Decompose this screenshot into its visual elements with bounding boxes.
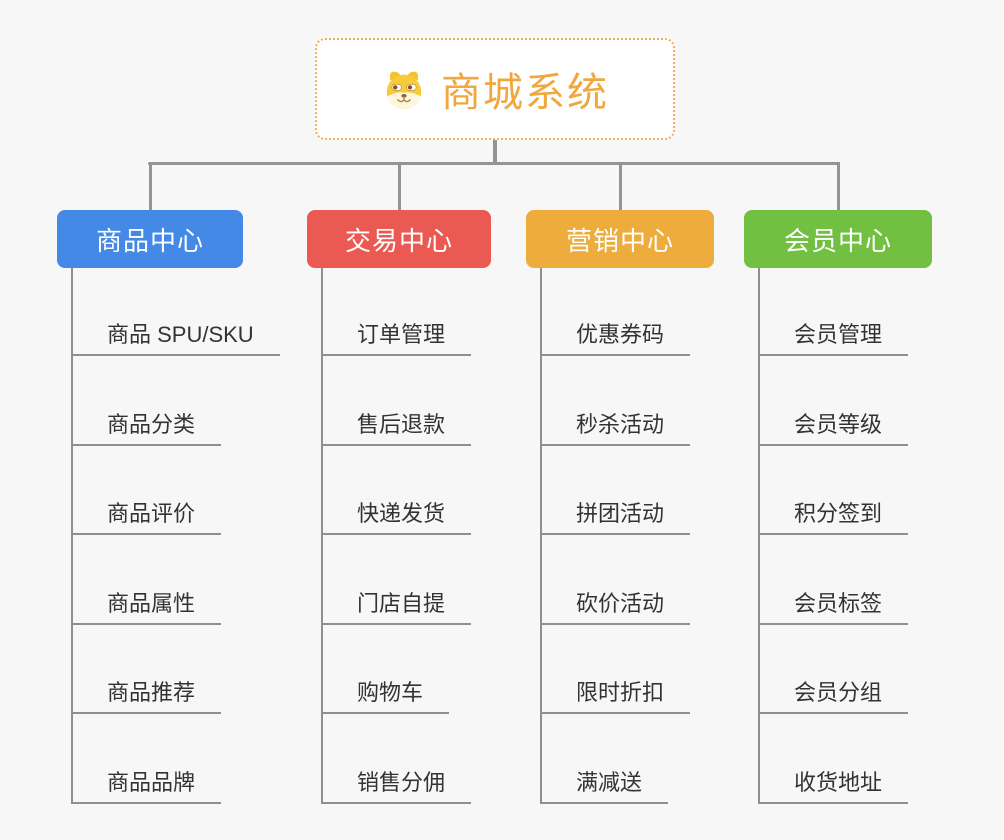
leaf-item[interactable]: 商品分类	[71, 404, 222, 446]
branch-node-trade-center[interactable]: 交易中心	[307, 210, 491, 268]
leaf-item[interactable]: 会员等级	[758, 404, 909, 446]
trunk-line-trade-center	[321, 268, 323, 804]
dog-face-icon	[386, 71, 422, 110]
leaf-item[interactable]: 砍价活动	[540, 583, 691, 625]
branch-node-marketing-center[interactable]: 营销中心	[526, 210, 714, 268]
leaf-item[interactable]: 限时折扣	[540, 672, 691, 715]
leaf-item[interactable]: 销售分佣	[321, 762, 472, 804]
leaf-item[interactable]: 会员标签	[758, 583, 909, 625]
leaf-item[interactable]: 商品 SPU/SKU	[71, 314, 280, 356]
leaf-item[interactable]: 满减送	[540, 762, 669, 804]
leaf-item[interactable]: 售后退款	[321, 404, 472, 446]
leaf-item[interactable]: 购物车	[321, 672, 450, 715]
leaf-item[interactable]: 订单管理	[321, 314, 472, 356]
trunk-line-member-center	[758, 268, 760, 804]
leaf-item[interactable]: 门店自提	[321, 583, 472, 625]
leaf-item[interactable]: 商品品牌	[71, 762, 222, 804]
connector-drop-marketing-center	[618, 162, 622, 210]
root-node[interactable]: 商城系统	[315, 38, 675, 140]
branch-node-product-center[interactable]: 商品中心	[57, 210, 243, 268]
connector-drop-member-center	[836, 162, 840, 210]
connector-drop-product-center	[148, 162, 152, 210]
leaf-item[interactable]: 快递发货	[321, 493, 472, 536]
leaf-item[interactable]: 会员分组	[758, 672, 909, 715]
leaf-item[interactable]: 商品推荐	[71, 672, 222, 715]
branch-node-member-center[interactable]: 会员中心	[744, 210, 932, 268]
leaf-item[interactable]: 商品评价	[71, 493, 222, 536]
root-title: 商城系统	[441, 71, 609, 115]
leaf-item[interactable]: 收货地址	[758, 762, 909, 804]
leaf-item[interactable]: 会员管理	[758, 314, 909, 356]
trunk-line-marketing-center	[540, 268, 542, 804]
leaf-item[interactable]: 拼团活动	[540, 493, 691, 536]
leaf-item[interactable]: 优惠券码	[540, 314, 691, 356]
connector-root-stem	[493, 140, 497, 165]
trunk-line-product-center	[71, 268, 73, 804]
leaf-item[interactable]: 秒杀活动	[540, 404, 691, 446]
leaf-item[interactable]: 商品属性	[71, 583, 222, 625]
connector-drop-trade-center	[397, 162, 401, 210]
connector-horizontal-bar	[148, 162, 840, 165]
leaf-item[interactable]: 积分签到	[758, 493, 909, 536]
